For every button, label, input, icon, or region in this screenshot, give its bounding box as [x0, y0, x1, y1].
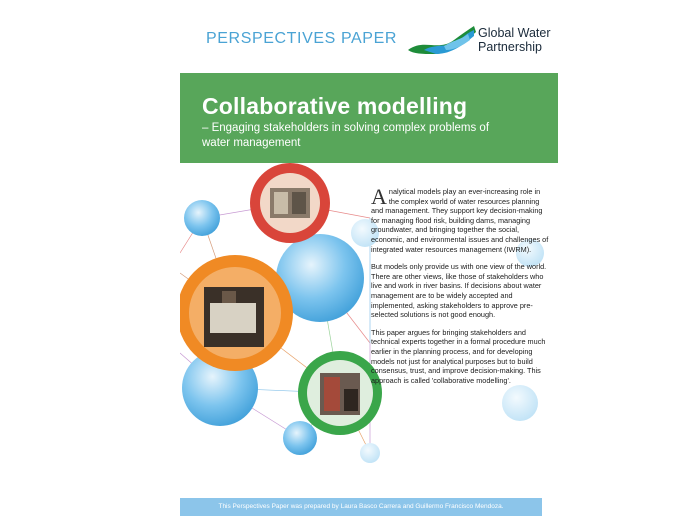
- drop-cap: A: [371, 184, 387, 209]
- logo-line-1: Global Water: [478, 26, 551, 40]
- logo-line-2: Partnership: [478, 40, 542, 54]
- network-circles-illustration: [180, 163, 544, 463]
- title-banner: [180, 73, 558, 163]
- paragraph-1-text: nalytical models play an ever-increasing…: [371, 187, 549, 254]
- page-subtitle: – Engaging stakeholders in solving compl…: [202, 122, 490, 149]
- gwp-logo-text: Global Water Partnership: [478, 26, 550, 54]
- footer-bar: This Perspectives Paper was prepared by …: [180, 498, 542, 516]
- gwp-wave-logo-icon: [408, 26, 476, 54]
- page-title: Collaborative modelling: [202, 93, 468, 119]
- footer-credit: This Perspectives Paper was prepared by …: [218, 503, 504, 510]
- series-label: PERSPECTIVES PAPER: [206, 30, 398, 47]
- paragraph-2: But models only provide us with one view…: [371, 262, 547, 320]
- paragraph-3: This paper argues for bringing stakehold…: [371, 327, 546, 385]
